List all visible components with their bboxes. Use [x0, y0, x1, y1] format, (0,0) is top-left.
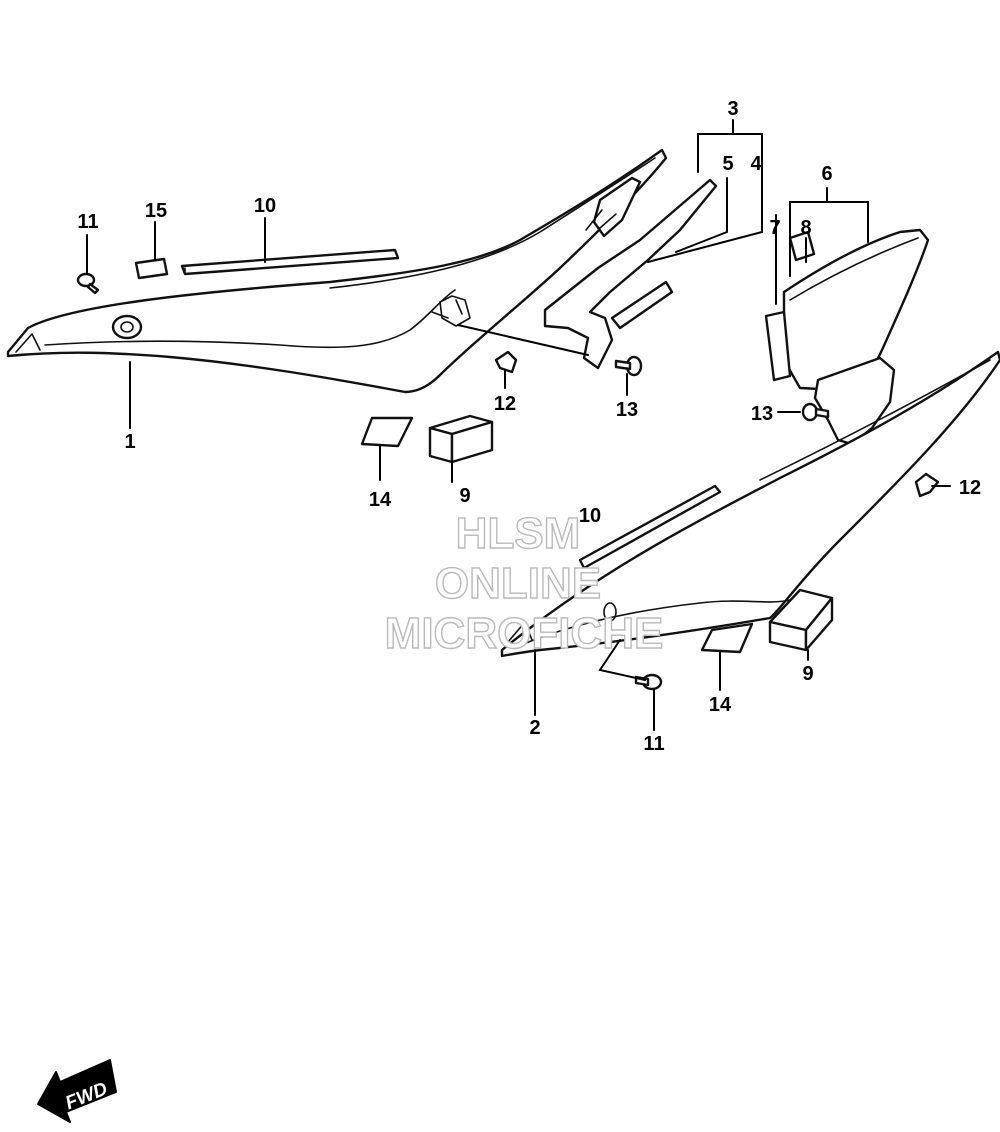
callout-12-upper: 12	[494, 393, 516, 415]
fwd-arrow-icon: FWD	[37, 1059, 117, 1123]
leader-lines	[86, 119, 951, 731]
cushion-9-upper	[428, 414, 494, 464]
callout-10-upper: 10	[254, 195, 276, 217]
block-15	[134, 257, 169, 280]
callout-6: 6	[821, 163, 832, 185]
pad-14-upper	[360, 416, 414, 448]
callout-9-upper: 9	[459, 485, 470, 507]
screw-11-lower	[634, 673, 663, 691]
callout-9-lower: 9	[802, 663, 813, 685]
callout-15: 15	[145, 200, 167, 222]
screw-13-right	[801, 402, 830, 422]
screw-11-upper	[76, 272, 100, 295]
callout-3: 3	[727, 98, 738, 120]
frame-cover-right	[500, 350, 1000, 658]
callout-10-lower: 10	[579, 505, 601, 527]
clip-12-upper	[494, 350, 518, 374]
bracket-3-assembly	[543, 176, 718, 370]
callout-14-upper: 14	[369, 489, 392, 511]
callout-2: 2	[529, 717, 540, 739]
callout-13-right: 13	[751, 403, 773, 425]
watermark-line-1: HLSM	[456, 509, 581, 558]
callout-11-upper: 11	[77, 211, 98, 233]
pad-14-lower	[700, 622, 754, 654]
screw-13-upper	[614, 355, 643, 377]
callout-12-right: 12	[959, 477, 981, 499]
strip-10-upper	[180, 248, 400, 276]
callout-11-lower: 11	[643, 733, 664, 755]
watermark: HLSM ONLINE MICROFICHE	[384, 508, 664, 658]
callout-13-upper: 13	[616, 399, 638, 421]
strip-10-lower	[578, 484, 722, 570]
callout-labels: 1 11 15 10 12 13 14 9 3 5 4 6 7 8 13 12 …	[77, 98, 981, 755]
callout-14-lower: 14	[709, 694, 732, 716]
callout-8: 8	[800, 217, 811, 239]
callout-4: 4	[750, 153, 762, 175]
watermark-line-2: ONLINE	[435, 559, 601, 608]
callout-5: 5	[722, 153, 733, 175]
frame-cover-left	[6, 148, 668, 394]
callout-1: 1	[124, 431, 135, 453]
cushion-9-lower	[768, 588, 834, 652]
callout-7: 7	[769, 217, 780, 239]
watermark-line-3: MICROFICHE	[385, 609, 664, 658]
